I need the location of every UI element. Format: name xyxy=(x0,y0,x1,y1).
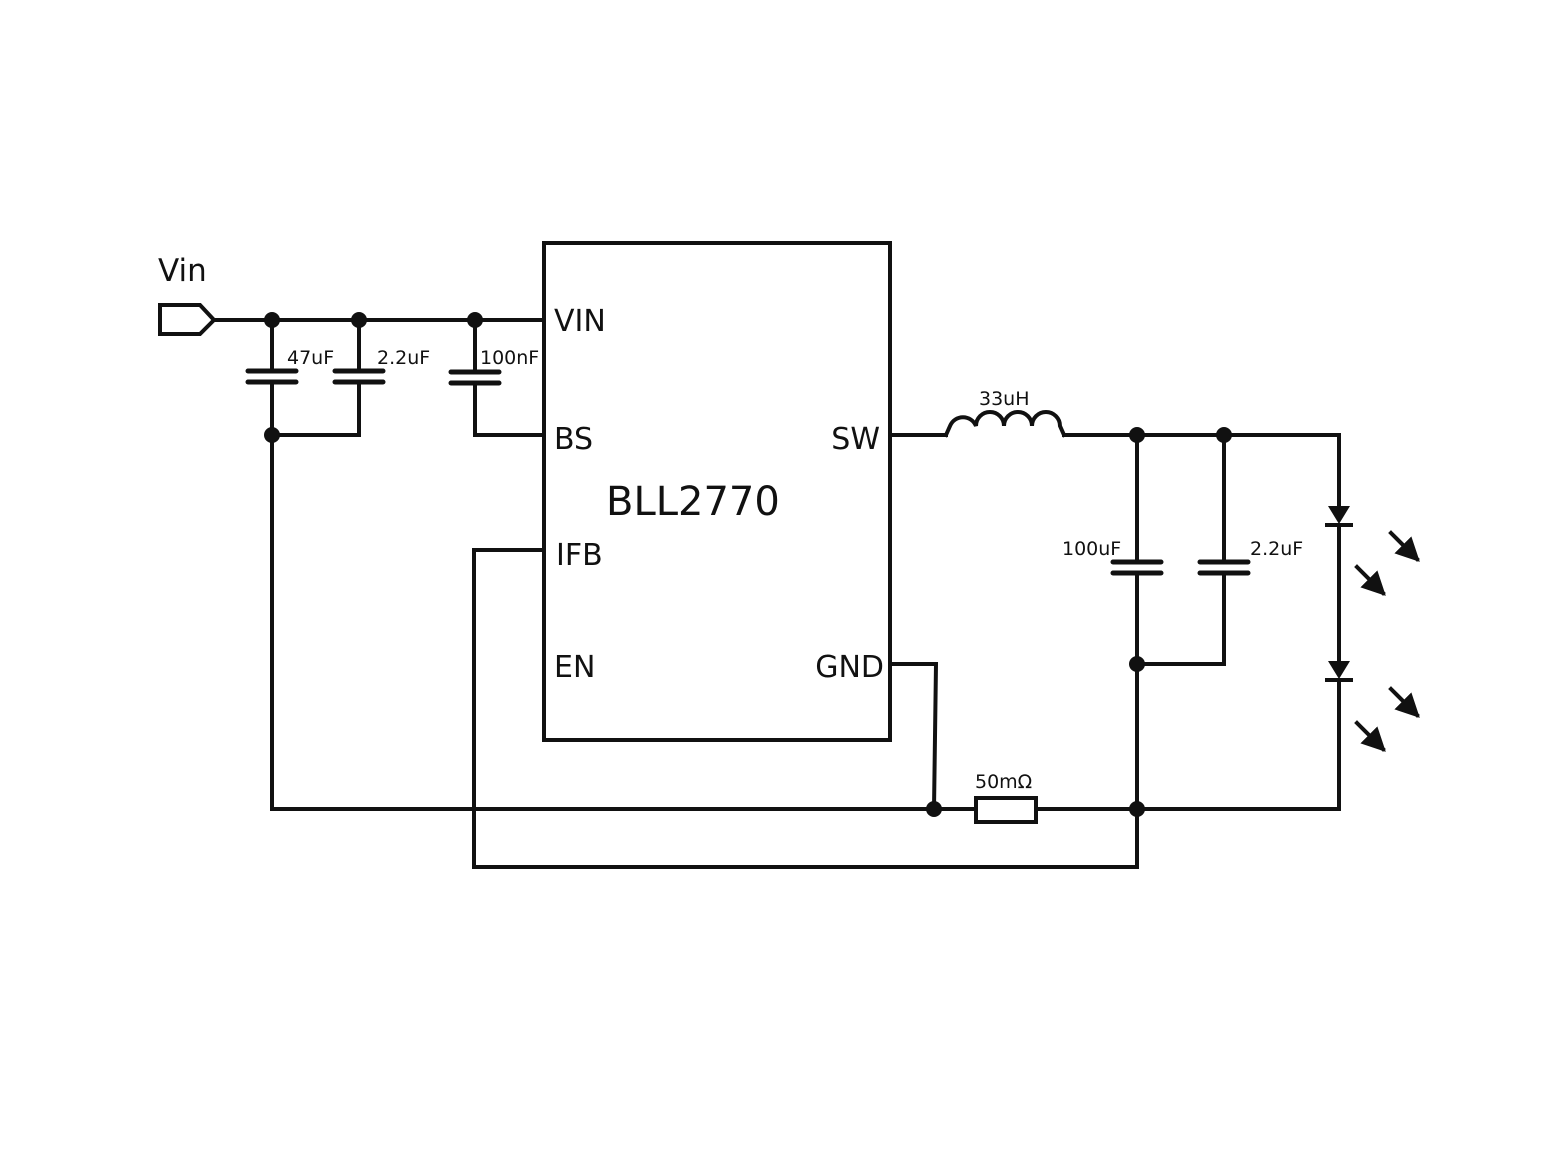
led-2-light-arrows-icon xyxy=(1354,686,1420,752)
capacitor-2-2uf-output-label: 2.2uF xyxy=(1250,538,1303,560)
led-2 xyxy=(1325,661,1353,682)
chip-body xyxy=(542,241,892,742)
vin-input-label: Vin xyxy=(158,253,207,289)
pin-ifb-label: IFB xyxy=(556,538,603,573)
capacitor-2-2uf-input-label: 2.2uF xyxy=(377,347,430,369)
sense-resistor-label: 50mΩ xyxy=(975,771,1032,793)
sense-resistor xyxy=(974,796,1341,824)
capacitor-100nf-label: 100nF xyxy=(480,347,539,369)
pin-bs-label: BS xyxy=(554,422,593,457)
gnd-pin-wire xyxy=(888,662,939,812)
chip-name: BLL2770 xyxy=(606,479,780,525)
capacitor-100uf-label: 100uF xyxy=(1062,538,1121,560)
output-rail-wire xyxy=(1062,433,1341,508)
junction-dots xyxy=(264,312,1232,817)
capacitor-100uf-output xyxy=(1110,433,1164,811)
inductor-33uh xyxy=(943,410,1067,438)
capacitor-2-2uf-input xyxy=(270,318,386,437)
capacitor-100nf-boot xyxy=(448,318,546,437)
ifb-feedback-wire xyxy=(472,548,1139,869)
capacitor-47uf xyxy=(245,318,299,437)
capacitor-2-2uf-output xyxy=(1135,433,1251,666)
vin-input-connector xyxy=(158,303,217,336)
led-1-light-arrows-icon xyxy=(1354,530,1420,596)
ground-return-wire xyxy=(270,433,978,811)
led-1 xyxy=(1325,506,1353,527)
pin-vin-label: VIN xyxy=(554,304,606,339)
capacitor-47uf-label: 47uF xyxy=(287,347,334,369)
pin-en-label: EN xyxy=(554,650,595,685)
pin-sw-label: SW xyxy=(831,422,880,457)
inductor-label: 33uH xyxy=(979,388,1030,410)
pin-gnd-label: GND xyxy=(815,650,884,685)
